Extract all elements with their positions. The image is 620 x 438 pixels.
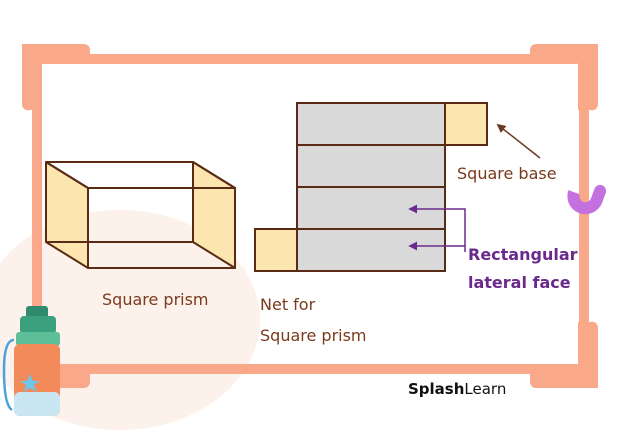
purple-accent-arc bbox=[567, 184, 607, 215]
square-prism-label: Square prism bbox=[102, 290, 209, 309]
net-lateral-face-4 bbox=[296, 228, 446, 272]
bottle-base bbox=[14, 392, 60, 416]
square-base-label: Square base bbox=[457, 164, 557, 183]
square-prism bbox=[45, 161, 236, 269]
bottle-ring bbox=[16, 332, 60, 346]
prism-net bbox=[254, 102, 488, 272]
net-square-base-top bbox=[444, 102, 488, 146]
net-lateral-face-2 bbox=[296, 144, 446, 188]
frame-top-bar bbox=[40, 54, 580, 64]
net-lateral-face-1 bbox=[296, 102, 446, 146]
bottle-cap bbox=[26, 306, 48, 318]
net-lateral-face-3 bbox=[296, 186, 446, 230]
square-base-arrow bbox=[496, 123, 541, 159]
star-icon bbox=[20, 374, 40, 392]
frame bbox=[21, 44, 599, 388]
lateral-face-arrow-upper bbox=[408, 204, 466, 252]
lateral-face-label-line-2: lateral face bbox=[468, 273, 571, 292]
frame-corner-top-right bbox=[530, 44, 599, 111]
net-square-base-bottom bbox=[254, 228, 298, 272]
frame-bottom-bar bbox=[40, 364, 580, 374]
bottle-top bbox=[20, 316, 56, 334]
frame-left-bar bbox=[32, 60, 42, 368]
lateral-face-label-line-1: Rectangular bbox=[468, 245, 578, 264]
frame-corner-top-left bbox=[21, 44, 90, 111]
water-bottle-illustration bbox=[2, 306, 60, 416]
net-label-line-2: Square prism bbox=[260, 326, 367, 345]
logo-part-splash: Splash bbox=[408, 380, 465, 398]
splashlearn-logo: SplashLearn bbox=[408, 380, 506, 398]
net-label-line-1: Net for bbox=[260, 295, 316, 314]
logo-part-learn: Learn bbox=[464, 380, 507, 398]
prism-front-face bbox=[87, 187, 236, 269]
frame-corner-bottom-right bbox=[530, 321, 599, 388]
bottle-strap bbox=[2, 338, 15, 412]
